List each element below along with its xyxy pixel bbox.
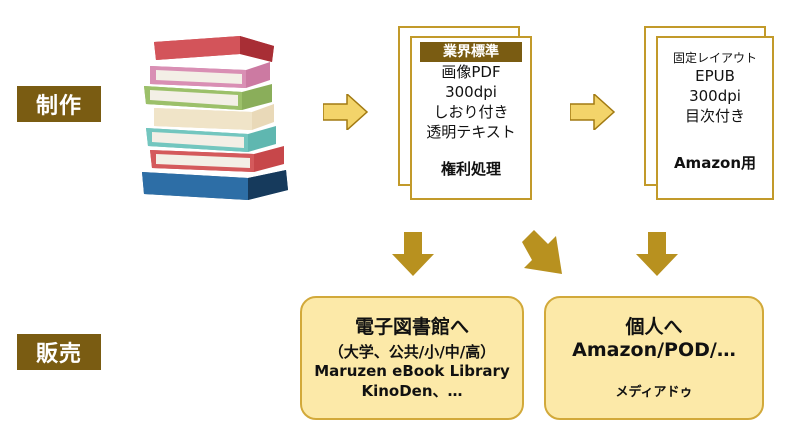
box-line: Maruzen eBook Library xyxy=(314,362,510,380)
arrow-right-icon xyxy=(570,94,616,130)
doc-line: 300dpi xyxy=(689,87,741,105)
arrow-diagonal-icon xyxy=(522,230,562,274)
box-subtitle: Amazon/POD/… xyxy=(572,339,736,361)
box-ebook-library: 電子図書館へ （大学、公共/小/中/高） Maruzen eBook Libra… xyxy=(300,296,524,420)
arrow-down-icon xyxy=(636,232,678,276)
doc-footer: Amazon用 xyxy=(673,154,757,172)
box-line: （大学、公共/小/中/高） xyxy=(328,343,496,361)
doc-line: 透明テキスト xyxy=(426,123,516,141)
box-title: 電子図書館へ xyxy=(354,316,469,338)
arrow-right-icon xyxy=(323,94,369,130)
label-production: 制作 xyxy=(17,86,101,122)
label-sales: 販売 xyxy=(17,334,101,370)
document-card-pdf: 業界標準 画像PDF 300dpi しおり付き 透明テキスト 権利処理 xyxy=(410,36,532,200)
doc-line: EPUB xyxy=(695,67,735,85)
box-footer: メディアドゥ xyxy=(615,385,693,400)
book-stack-icon xyxy=(142,36,288,200)
box-title: 個人へ xyxy=(625,316,683,338)
doc-line: しおり付き xyxy=(433,103,509,121)
doc-footer: 権利処理 xyxy=(440,160,501,178)
doc-line: 目次付き xyxy=(684,107,745,125)
doc-line: 300dpi xyxy=(445,83,497,101)
arrow-down-icon xyxy=(392,232,434,276)
document-card-epub: 固定レイアウト EPUB 300dpi 目次付き Amazon用 xyxy=(656,36,774,200)
box-individuals: 個人へ Amazon/POD/… メディアドゥ xyxy=(544,296,764,420)
standard-badge: 業界標準 xyxy=(420,42,522,62)
box-line: KinoDen、… xyxy=(361,382,463,400)
doc-line: 固定レイアウト xyxy=(672,51,757,65)
doc-line: 画像PDF xyxy=(441,63,501,81)
